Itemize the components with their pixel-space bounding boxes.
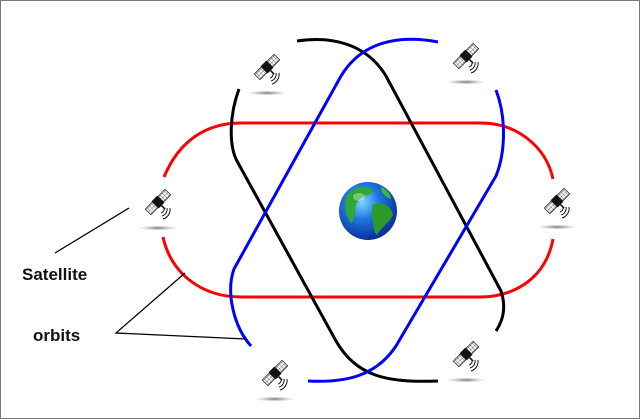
satellite-icon [254,358,296,403]
satellite-icon [536,186,578,231]
red-orbit-lower [161,236,555,299]
black-orbit-lower [229,88,439,383]
globe-icon [339,182,397,240]
blue-orbit-lower [307,89,505,383]
blue-orbit [229,37,439,348]
orbits-pointer-line [114,272,247,340]
satellite-icon [137,187,179,232]
red-orbit [162,121,555,180]
satellite-pointer-line [54,207,130,254]
orbits-label: orbits [33,326,81,345]
satellite-label: Satellite [22,265,88,284]
satellite-icon [445,41,487,86]
black-orbit [296,38,506,332]
satellite-icon [445,339,487,384]
satellite-icon [246,52,288,97]
